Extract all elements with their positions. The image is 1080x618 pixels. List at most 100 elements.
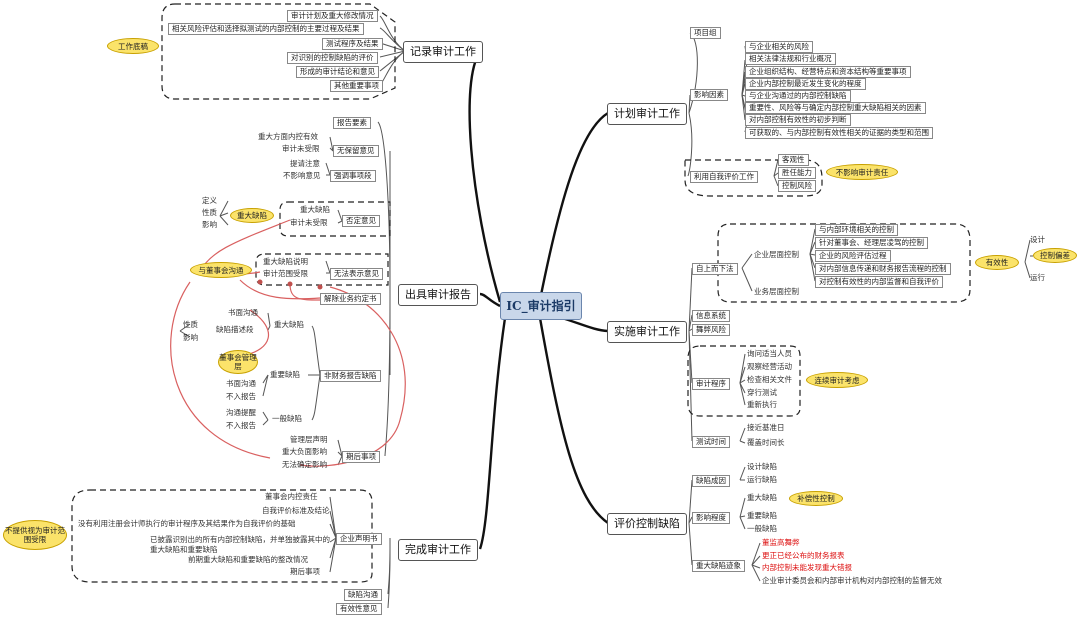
- proc-4: 穿行测试: [747, 388, 777, 397]
- report-nonfin-defect[interactable]: 非财务报告缺陷: [320, 370, 381, 382]
- note-continuous-audit: 连续审计考虑: [806, 372, 868, 388]
- nature-2: 影响: [183, 333, 198, 342]
- topic-complete-audit[interactable]: 完成审计工作: [398, 539, 478, 561]
- note-major-defect: 重大缺陷: [230, 208, 274, 223]
- letter-6: 期后事项: [290, 567, 320, 576]
- note-board-management: 董事会管理层: [218, 350, 258, 374]
- plan-factor-2[interactable]: 相关法律法规和行业概况: [745, 53, 836, 65]
- plan-factor-1[interactable]: 与企业相关的风险: [745, 41, 813, 53]
- major-sub-1: 书面沟通: [228, 308, 258, 317]
- letter-3: 没有利用注册会计师执行的审计程序及其结果作为自我评价的基础: [78, 519, 296, 528]
- degree-3: 一般缺陷: [747, 524, 777, 533]
- proc-3: 检查相关文件: [747, 375, 792, 384]
- entity-item-5[interactable]: 对控制有效性的内部监督和自我评价: [815, 276, 943, 288]
- entity-item-3[interactable]: 企业的风险评估过程: [815, 250, 891, 262]
- plan-factor-4[interactable]: 企业内部控制最近发生变化的程度: [745, 78, 866, 90]
- topic-record-audit[interactable]: 记录审计工作: [403, 41, 483, 63]
- letter-4: 已披露识别出的所有内部控制缺陷，并单独披露其中的重大缺陷和重要缺陷: [150, 535, 330, 554]
- eval-degree[interactable]: 影响程度: [692, 512, 730, 524]
- note-control-deviation: 控制偏差: [1033, 248, 1077, 263]
- report-terminate[interactable]: 解除业务约定书: [320, 293, 381, 305]
- plan-self-eval[interactable]: 利用自我评价工作: [690, 171, 758, 183]
- nonfin-major: 重大缺陷: [274, 320, 304, 329]
- entity-item-2[interactable]: 针对董事会、经理层凌驾的控制: [815, 237, 928, 249]
- note-board-communication: 与董事会沟通: [190, 262, 252, 278]
- cause-2: 运行缺陷: [747, 475, 777, 484]
- topic-implement-audit[interactable]: 实施审计工作: [607, 321, 687, 343]
- general-sub-1: 沟通提醒: [226, 408, 256, 417]
- time-1: 接近基准日: [747, 423, 785, 432]
- report-subsequent[interactable]: 期后事项: [342, 451, 380, 463]
- disclaimer-sub-2: 审计范围受限: [263, 269, 308, 278]
- plan-factor-7[interactable]: 对内部控制有效性的初步判断: [745, 114, 851, 126]
- proc-5: 重新执行: [747, 400, 777, 409]
- nature-1: 性质: [183, 320, 198, 329]
- record-item-4[interactable]: 对识别的控制缺陷的评价: [287, 52, 378, 64]
- important-sub-2: 不入报告: [226, 392, 256, 401]
- record-item-1[interactable]: 审计计划及重大修改情况: [287, 10, 378, 22]
- def-2: 性质: [202, 208, 217, 217]
- sign-4: 企业审计委员会和内部审计机构对内部控制的监督无效: [762, 576, 942, 585]
- eval-cause[interactable]: 缺陷成因: [692, 475, 730, 487]
- emphasis-sub-2: 不影响意见: [283, 171, 321, 180]
- impl-entity-level: 企业层面控制: [754, 250, 799, 259]
- unqualified-sub-1: 重大方面内控有效: [258, 132, 318, 141]
- adverse-sub-1: 重大缺陷: [300, 205, 330, 214]
- topic-issue-report[interactable]: 出具审计报告: [398, 284, 478, 306]
- report-emphasis[interactable]: 强调事项段: [330, 170, 376, 182]
- general-sub-2: 不入报告: [226, 421, 256, 430]
- report-disclaimer[interactable]: 无法表示意见: [330, 268, 383, 280]
- subsequent-3: 无法确定影响: [282, 460, 327, 469]
- topic-plan-audit[interactable]: 计划审计工作: [607, 103, 687, 125]
- record-item-5[interactable]: 形成的审计结论和意见: [296, 66, 379, 78]
- entity-item-4[interactable]: 对内部信息传递和财务报告流程的控制: [815, 263, 951, 275]
- letter-2: 自我评价标准及结论: [262, 506, 330, 515]
- unqualified-sub-2: 审计未受限: [282, 144, 320, 153]
- record-item-6[interactable]: 其他重要事项: [330, 80, 383, 92]
- impl-business-level: 业务层面控制: [754, 287, 799, 296]
- record-item-3[interactable]: 测试程序及结果: [322, 38, 383, 50]
- complete-opinion[interactable]: 有效性意见: [336, 603, 382, 615]
- note-no-responsibility: 不影响审计责任: [826, 164, 898, 180]
- self-eval-2[interactable]: 胜任能力: [778, 167, 816, 179]
- eff-design: 设计: [1030, 235, 1045, 244]
- disclaimer-sub-1: 重大缺陷说明: [263, 257, 308, 266]
- nonfin-important: 重要缺陷: [270, 370, 300, 379]
- note-compensating-control: 补偿性控制: [789, 491, 843, 506]
- letter-1: 董事会内控责任: [265, 492, 318, 501]
- plan-factor-3[interactable]: 企业组织结构、经营特点和资本结构等重要事项: [745, 66, 911, 78]
- entity-item-1[interactable]: 与内部环境相关的控制: [815, 224, 898, 236]
- report-adverse[interactable]: 否定意见: [342, 215, 380, 227]
- self-eval-3[interactable]: 控制风险: [778, 180, 816, 192]
- complete-letter[interactable]: 企业声明书: [336, 533, 382, 545]
- topic-evaluate-defects[interactable]: 评价控制缺陷: [607, 513, 687, 535]
- plan-factors[interactable]: 影响因素: [690, 89, 728, 101]
- subsequent-2: 重大负面影响: [282, 447, 327, 456]
- nonfin-general: 一般缺陷: [272, 414, 302, 423]
- record-item-2[interactable]: 相关风险评估和选择拟测试的内部控制的主要过程及结果: [168, 23, 364, 35]
- eff-operation: 运行: [1030, 273, 1045, 282]
- report-unqualified[interactable]: 无保留意见: [333, 145, 379, 157]
- root-topic[interactable]: IC_审计指引: [500, 292, 582, 320]
- plan-factor-5[interactable]: 与企业沟通过的内部控制缺陷: [745, 90, 851, 102]
- letter-5: 前期重大缺陷和重要缺陷的整改情况: [188, 555, 308, 564]
- plan-factor-6[interactable]: 重要性、风险等与确定内部控制重大缺陷相关的因素: [745, 102, 926, 114]
- note-scope-limited: 不提供视为审计范围受限: [3, 520, 67, 550]
- def-1: 定义: [202, 196, 217, 205]
- sign-3: 内部控制未能发现重大错报: [762, 563, 852, 572]
- eval-signs[interactable]: 重大缺陷迹象: [692, 560, 745, 572]
- def-3: 影响: [202, 220, 217, 229]
- complete-communicate[interactable]: 缺陷沟通: [344, 589, 382, 601]
- subsequent-1: 管理层声明: [290, 435, 328, 444]
- plan-factor-8[interactable]: 可获取的、与内部控制有效性相关的证据的类型和范围: [745, 127, 933, 139]
- impl-procedures[interactable]: 审计程序: [692, 378, 730, 390]
- self-eval-1[interactable]: 客观性: [778, 154, 809, 166]
- impl-test-time[interactable]: 测试时间: [692, 436, 730, 448]
- impl-info-system[interactable]: 信息系统: [692, 310, 730, 322]
- report-elements[interactable]: 报告要素: [333, 117, 371, 129]
- plan-project-team[interactable]: 项目组: [690, 27, 721, 39]
- adverse-sub-2: 审计未受限: [290, 218, 328, 227]
- impl-fraud-risk[interactable]: 舞弊风险: [692, 324, 730, 336]
- impl-top-down[interactable]: 自上而下法: [692, 263, 738, 275]
- major-sub-2: 缺陷描述段: [216, 325, 254, 334]
